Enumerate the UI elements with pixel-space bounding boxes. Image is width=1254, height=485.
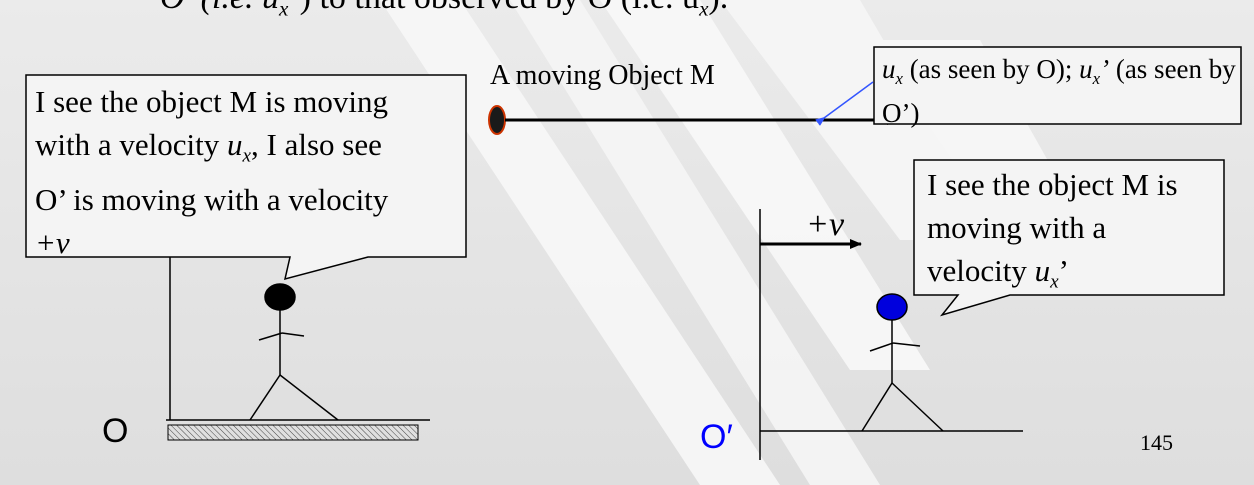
- observer-o-prime-bubble-text: I see the object M is moving with a velo…: [927, 163, 1222, 304]
- callout-u2-sub: x: [1093, 69, 1100, 88]
- callout-prime: ’: [1100, 54, 1109, 84]
- observer-o-prime-bubble-line2: moving with a: [927, 206, 1222, 249]
- observer-o-bubble-line4: +v: [35, 221, 465, 264]
- observer-o-bubble-text: I see the object M is moving with a velo…: [35, 80, 465, 264]
- header-o-prime-text: O’ (i.e. u: [160, 0, 279, 16]
- callout-u-sub: x: [896, 69, 903, 88]
- o-prime-velocity-label: +v: [806, 206, 844, 244]
- observer-o-prime-label: O′: [700, 418, 733, 457]
- header-mid: ’) to that observed by O (i.e. u: [288, 0, 699, 16]
- velocity-callout-text: ux (as seen by O); ux’ (as seen by O’): [882, 52, 1237, 130]
- callout-mid-text: (as seen by O);: [903, 54, 1079, 84]
- callout-u2-symbol: u: [1079, 54, 1093, 84]
- moving-object-label: A moving Object M: [490, 60, 715, 92]
- header-sub1: x: [279, 0, 288, 20]
- observer-o-bubble-line2: with a velocity ux, I also see: [35, 123, 465, 178]
- page-number: 145: [1140, 430, 1173, 456]
- observer-o-prime-bubble-line3: velocity ux’: [927, 249, 1222, 304]
- object-m-dot: [489, 106, 505, 134]
- observer-o-bubble-line3: O’ is moving with a velocity: [35, 178, 465, 221]
- callout-u-symbol: u: [882, 54, 896, 84]
- observer-o-head: [265, 284, 295, 310]
- observer-o-ground-platform: [168, 425, 418, 440]
- header-end: ).: [708, 0, 728, 16]
- observer-o-label: O: [102, 412, 128, 451]
- observer-o-prime-bubble-line1: I see the object M is: [927, 163, 1222, 206]
- observer-o-prime-head: [877, 294, 907, 320]
- observer-o-bubble-line1: I see the object M is moving: [35, 80, 465, 123]
- header-fragment: O’ (i.e. ux’) to that observed by O (i.e…: [160, 0, 728, 21]
